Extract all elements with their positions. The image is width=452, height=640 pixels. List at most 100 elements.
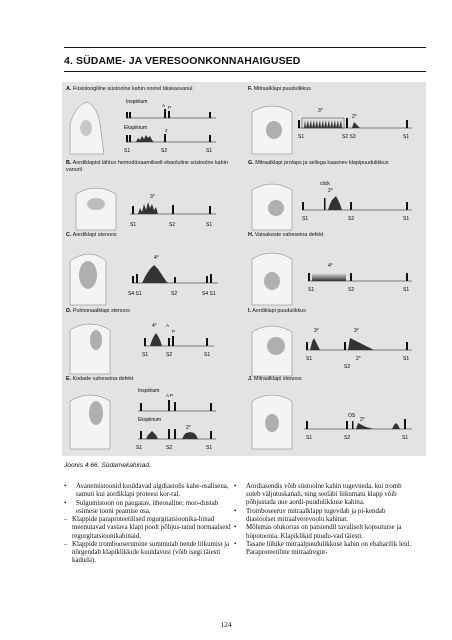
panel-a-insp-label: Inspiirium [126,99,147,105]
panel-e-s1b: S1 [206,445,212,451]
panel-i-heading: I. Aordiklapi puudulikkus [248,308,306,314]
list-item-text: Avanemistoonid kuuldavad algdiastolis ka… [76,483,229,499]
title-rule [64,71,426,72]
panel-j-s2: S2 [344,435,350,441]
panel-f-s1: S1 [298,134,304,140]
panel-i-s1: S1 [306,356,312,362]
list-item-text: Aordiasendis võib süstoolne kahin tugevn… [246,483,402,507]
panel-f-s2s3: S2 S3 [342,134,356,140]
panel-g-s1b: S1 [403,216,409,222]
list-item: • Avanemistoonid kuuldavad algdiastolis k… [64,483,234,499]
panel-h-s1b: S1 [403,287,409,293]
panel-i-diagram: 3° 3° 2° S1 S2 S1 [251,325,412,377]
panel-d: D. Pulmonaalklapi stenoos 4° A P S1 S2 S… [66,308,242,378]
panel-b-diagram: 3° S1 S2 S1 [75,187,216,231]
panel-g-click: click [320,181,330,187]
panel-e-grade: 2° [186,425,191,431]
list-item: • Mõlemas olukorras on patsiendil tavalis… [234,524,416,540]
list-item-text: Tromboseeruv mitraalklapp tugevdab ja pi… [246,507,386,523]
panel-e-diagram: Inspiirium Ekspiirium A P 2° S1 S2 S1 [69,388,216,451]
panel-a-heading: A. Füsioloogiline süstoolne kahin noorel… [66,86,193,92]
panel-a-s2: S2 [161,148,167,154]
panel-f-diagram: 3° 2° S1 S2 S3 S1 [251,105,412,155]
panel-b-s2: S2 [169,222,175,228]
panel-c: C. Aordiklapi stenoos 4° S4 S1 S2 S4 S1 [66,232,242,312]
panel-h-diagram: 4° S1 S2 S1 [251,252,412,306]
panel-f-s1b: S1 [403,134,409,140]
panel-e-s2: S2 [166,445,172,451]
bullet-mark: • [234,541,237,549]
panel-d-a: A [166,323,169,328]
panel-a-s1b: S1 [206,148,212,154]
panel-a-two: 2 [165,128,168,133]
panel-e-s1: S1 [136,445,142,451]
panel-h: H. Vatsakeste vaheseina defekt 4° S1 S2 … [248,232,424,312]
panel-e: E. Kodade vaheseina defekt Inspiirium Ek… [66,376,242,454]
panel-b-grade: 3° [150,194,155,200]
panel-h-heading: H. Vatsakeste vaheseina defekt [248,232,324,238]
panel-c-diagram: 4° S4 S1 S2 S4 S1 [69,253,218,306]
panel-f: F. Mitraalklapi puudulikkus 3° 2° S1 S2 … [248,86,424,162]
panel-f-heading: F. Mitraalklapi puudulikkus [248,86,311,92]
panel-d-p: P [172,329,175,334]
list-item-text: Tasane lühike mitraalpuudulikkuse kahin … [246,541,412,557]
panel-g-s1: S1 [302,216,308,222]
list-item-text: Sulgumistoon on paugatav, üheosaline; mo… [76,499,219,515]
bullet-mark: • [64,483,67,490]
panel-h-s2: S2 [348,287,354,293]
panel-a-eksp-label: Ekspiirium [124,125,147,131]
list-item-text: Mõlemas olukorras on patsiendil tavalise… [246,524,402,540]
panel-c-s2: S2 [171,291,177,297]
list-item: –Klappide trombooserumine summutab nende… [64,541,234,565]
panel-d-s1b: S1 [204,352,210,358]
panel-e-eksp: Ekspiirium [138,417,161,423]
bullet-mark: • [234,524,237,532]
panel-d-grade: 4° [152,323,157,329]
panel-d-s1: S1 [142,352,148,358]
panel-b: B. Aordiklapist lähtuv hemodünaamiliselt… [66,160,242,236]
panel-j-diagram: OS 2° S1 S2 S1 [251,394,412,450]
dash-mark: – [64,516,68,524]
panel-i-grade3b: 3° [354,328,359,334]
panel-e-insp: Inspiirium [138,388,159,394]
figure-caption: Joonis 4.66. Südamekahinad. [64,462,151,469]
panel-f-grade2: 2° [352,114,357,120]
list-item: • Aordiasendis võib süstoolne kahin tugev… [234,483,416,507]
panel-j-s1b: S1 [402,435,408,441]
panel-c-grade: 4° [154,255,159,261]
panel-g-heading: G. Mitraalklapi prolaps ja sellega kaasn… [248,160,389,166]
panel-c-heading: C. Aordiklapi stenoos [66,232,117,238]
panel-d-s2: S2 [166,352,172,358]
panel-a: A. Füsioloogiline süstoolne kahin noorel… [66,86,242,162]
right-text-column: • Aordiasendis võib süstoolne kahin tugev… [234,483,416,558]
panel-d-heading: D. Pulmonaalklapi stenoos [66,308,130,314]
list-item-text: Klappide paraproteetilised regurgitatsio… [72,516,231,540]
panel-g: G. Mitraalklapi prolaps ja sellega kaasn… [248,160,424,236]
panel-h-grade: 4° [328,263,333,269]
list-item: •Tromboseeruv mitraalklapp tugevdab ja p… [234,508,416,524]
panel-h-s1: S1 [308,287,314,293]
left-text-column: • Avanemistoonid kuuldavad algdiastolis k… [64,483,234,566]
list-item: –Klappide paraproteetilised regurgitatsi… [64,516,234,540]
panel-g-grade: 2° [328,188,333,194]
panel-i-grade3a: 3° [314,328,319,334]
panel-a-diagram: Inspiirium Ekspiirium A P 2 S1 S2 S1 [69,99,216,155]
dash-mark: – [64,541,68,549]
list-item-text: Klappide trombooserumine summutab nende … [72,541,230,565]
bullet-mark: • [234,483,237,490]
panel-a-a2: A [162,103,165,108]
list-item: • Sulgumistoon on paugatav, üheosaline; m… [64,500,234,516]
page-number: 124 [220,620,232,629]
panel-d-diagram: 4° A P S1 S2 S1 [69,323,214,375]
panel-i: I. Aordiklapi puudulikkus 3° 3° 2° S1 S2… [248,308,424,378]
panel-g-diagram: click 2° S1 S2 S1 [251,181,412,231]
panel-c-s4s1: S4 S1 [128,291,142,297]
panel-f-grade3: 3° [318,108,323,114]
list-item: • Tasane lühike mitraalpuudulikkuse kahin… [234,541,416,557]
panel-g-s2: S2 [348,216,354,222]
panel-e-ap: A P [166,393,173,398]
figure-panel: A. Füsioloogiline süstoolne kahin noorel… [62,82,426,456]
panel-j-s1: S1 [306,435,312,441]
bullet-mark: • [64,499,67,507]
panel-a-s1: S1 [124,148,130,154]
